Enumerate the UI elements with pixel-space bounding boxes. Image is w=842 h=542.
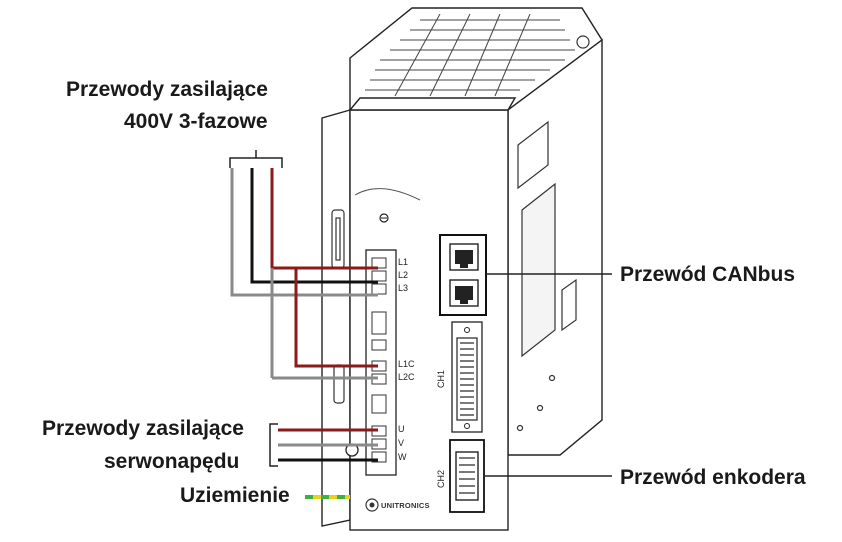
- ch1-label: CH1: [436, 370, 446, 388]
- terminal-l3-label: L3: [398, 283, 408, 293]
- power-3phase-label-line2: 400V 3-fazowe: [124, 110, 268, 133]
- canbus-ports: [439, 234, 487, 316]
- servo-power-label-line2: serwonapędu: [104, 450, 239, 473]
- back-panel-slots: [331, 209, 345, 404]
- servo-motor-wires: [278, 428, 378, 462]
- ch2-label: CH2: [436, 470, 446, 488]
- wire-red-l1c: [294, 268, 378, 368]
- top-vents: [365, 13, 575, 97]
- device-back-panel: [321, 109, 351, 527]
- terminal-w-label: W: [398, 452, 407, 462]
- servo-power-label-line1: Przewody zasilające: [42, 417, 244, 440]
- terminal-u-label: U: [398, 424, 405, 434]
- servo-bracket: [269, 423, 278, 467]
- ch1-connector: [451, 321, 483, 433]
- brand-logo-text: UNITRONICS: [381, 501, 430, 510]
- wire-black-l3: [250, 168, 378, 284]
- terminal-block: [365, 249, 397, 476]
- canbus-label: Przewód CANbus: [620, 263, 795, 286]
- wire-gray-l1: [230, 168, 378, 297]
- three-phase-wires: [230, 168, 378, 380]
- front-contour: [354, 188, 421, 201]
- terminal-l2c-label: L2C: [398, 372, 415, 382]
- terminal-l2-label: L2: [398, 270, 408, 280]
- ground-label: Uziemienie: [180, 484, 290, 507]
- ch2-connector: [449, 439, 485, 513]
- three-phase-bracket: [229, 150, 283, 168]
- terminal-v-label: V: [398, 438, 404, 448]
- terminal-l1-label: L1: [398, 257, 408, 267]
- mounting-hole: [576, 35, 590, 49]
- device-front-cap: [348, 97, 517, 111]
- side-details: [516, 120, 577, 432]
- power-3phase-label-line1: Przewody zasilające: [66, 78, 268, 101]
- terminal-l1c-label: L1C: [398, 359, 415, 369]
- encoder-label: Przewód enkodera: [620, 466, 806, 489]
